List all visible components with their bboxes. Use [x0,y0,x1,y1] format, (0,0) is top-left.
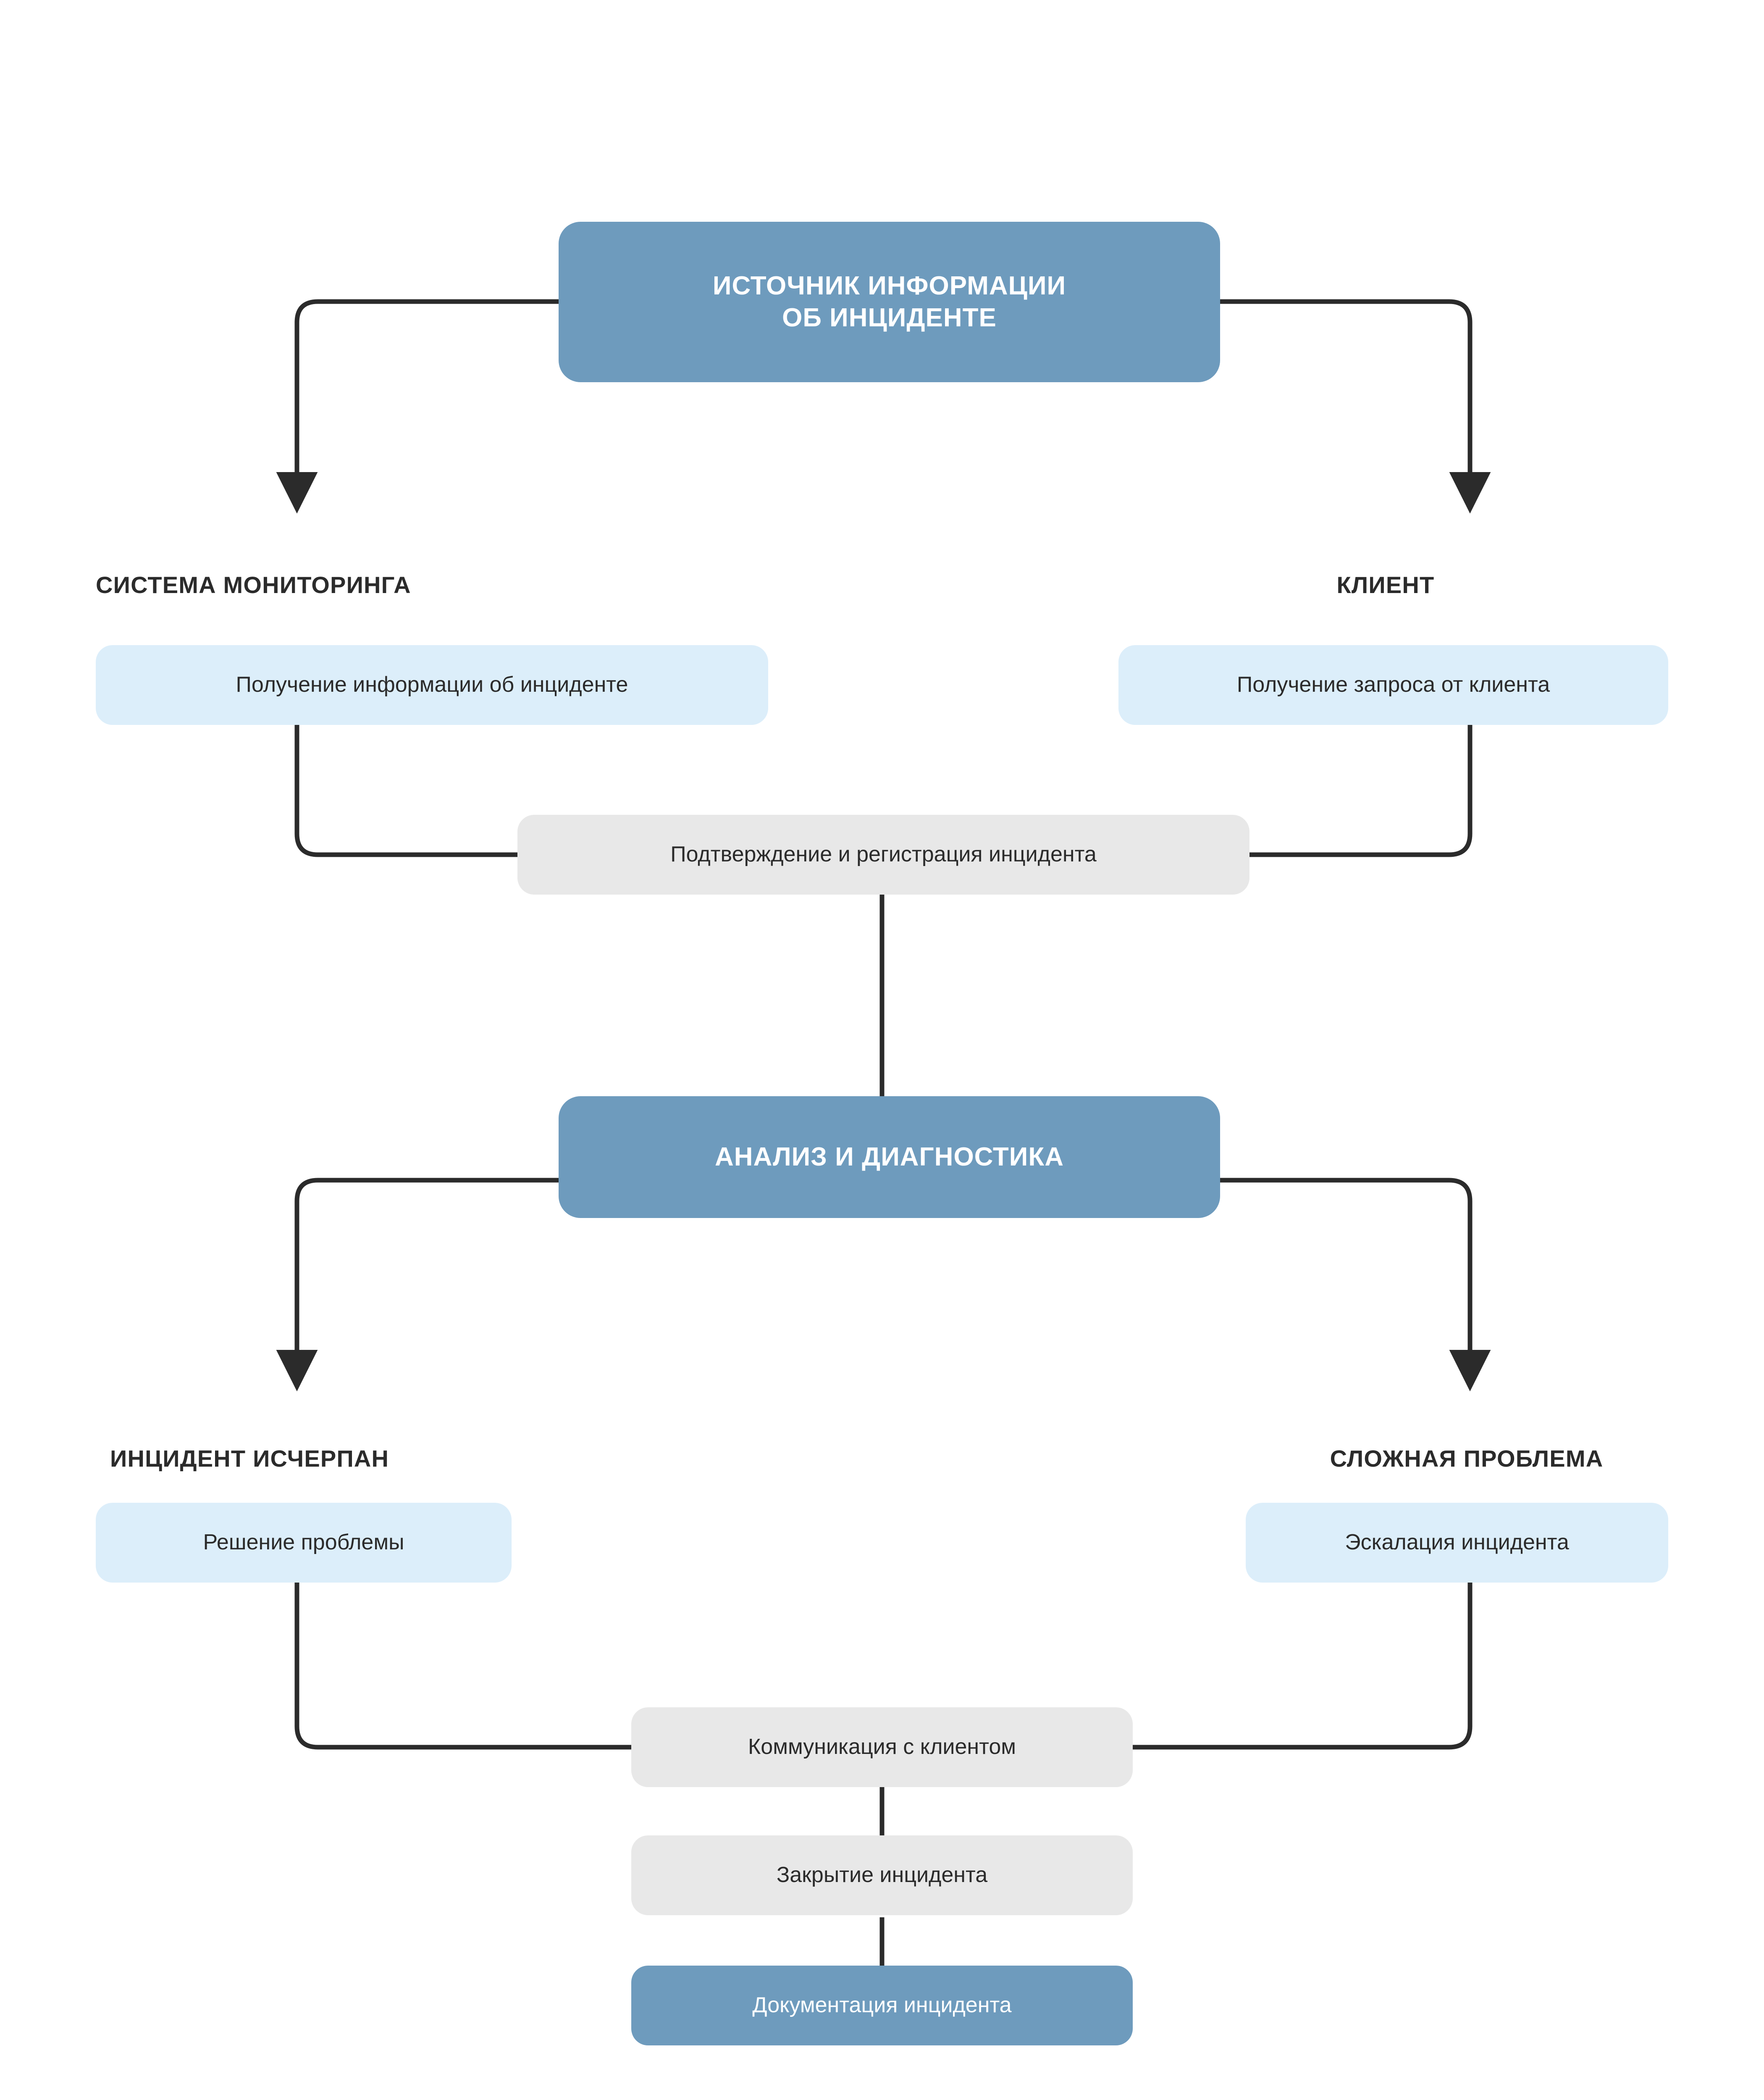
node-client-communication-label: Коммуникация с клиентом [748,1735,1016,1759]
node-problem-resolution-label: Решение проблемы [203,1530,404,1555]
node-incident-escalation[interactable]: Эскалация инцидента [1246,1503,1668,1583]
node-analysis-and-diagnostics-label: АНАЛИЗ И ДИАГНОСТИКА [715,1142,1064,1172]
node-incident-confirmation-and-registration[interactable]: Подтверждение и регистрация инцидента [517,815,1250,895]
node-receive-client-request[interactable]: Получение запроса от клиента [1118,645,1668,725]
group-label-client-text: КЛИЕНТ [1336,572,1435,598]
node-source-label: ИСТОЧНИК ИНФОРМАЦИИ ОБ ИНЦИДЕНТЕ [712,271,1066,332]
node-problem-resolution[interactable]: Решение проблемы [96,1503,512,1583]
edge-source-to-monitoring [276,299,559,514]
node-receive-client-request-label: Получение запроса от клиента [1236,672,1550,697]
group-label-complex-problem-text: СЛОЖНАЯ ПРОБЛЕМА [1330,1445,1604,1472]
group-label-monitoring-system-text: СИСТЕМА МОНИТОРИНГА [96,572,411,598]
node-client-communication[interactable]: Коммуникация с клиентом [631,1707,1133,1787]
node-incident-confirmation-and-registration-label: Подтверждение и регистрация инцидента [670,842,1097,867]
node-incident-closure-label: Закрытие инцидента [776,1863,988,1887]
edge-source-to-client [1220,299,1491,514]
group-label-incident-resolved: ИНЦИДЕНТ ИСЧЕРПАН [110,1445,389,1472]
node-incident-documentation[interactable]: Документация инцидента [631,1966,1133,2045]
group-label-complex-problem: СЛОЖНАЯ ПРОБЛЕМА [1330,1445,1604,1472]
node-incident-escalation-label: Эскалация инцидента [1345,1530,1569,1555]
node-source-of-incident-information[interactable]: ИСТОЧНИК ИНФОРМАЦИИ ОБ ИНЦИДЕНТЕ [559,222,1220,382]
group-label-incident-resolved-text: ИНЦИДЕНТ ИСЧЕРПАН [110,1445,389,1472]
group-label-monitoring-system: СИСТЕМА МОНИТОРИНГА [96,571,411,598]
group-label-client: КЛИЕНТ [1337,571,1435,598]
node-incident-documentation-label: Документация инцидента [752,1993,1012,2018]
node-incident-closure[interactable]: Закрытие инцидента [631,1835,1133,1915]
node-receive-incident-information-label: Получение информации об инциденте [236,672,628,697]
node-receive-incident-information[interactable]: Получение информации об инциденте [96,645,768,725]
edge-analysis-to-resolution [276,1178,559,1391]
edge-analysis-to-escalation [1220,1178,1491,1391]
node-analysis-and-diagnostics[interactable]: АНАЛИЗ И ДИАГНОСТИКА [559,1096,1220,1218]
